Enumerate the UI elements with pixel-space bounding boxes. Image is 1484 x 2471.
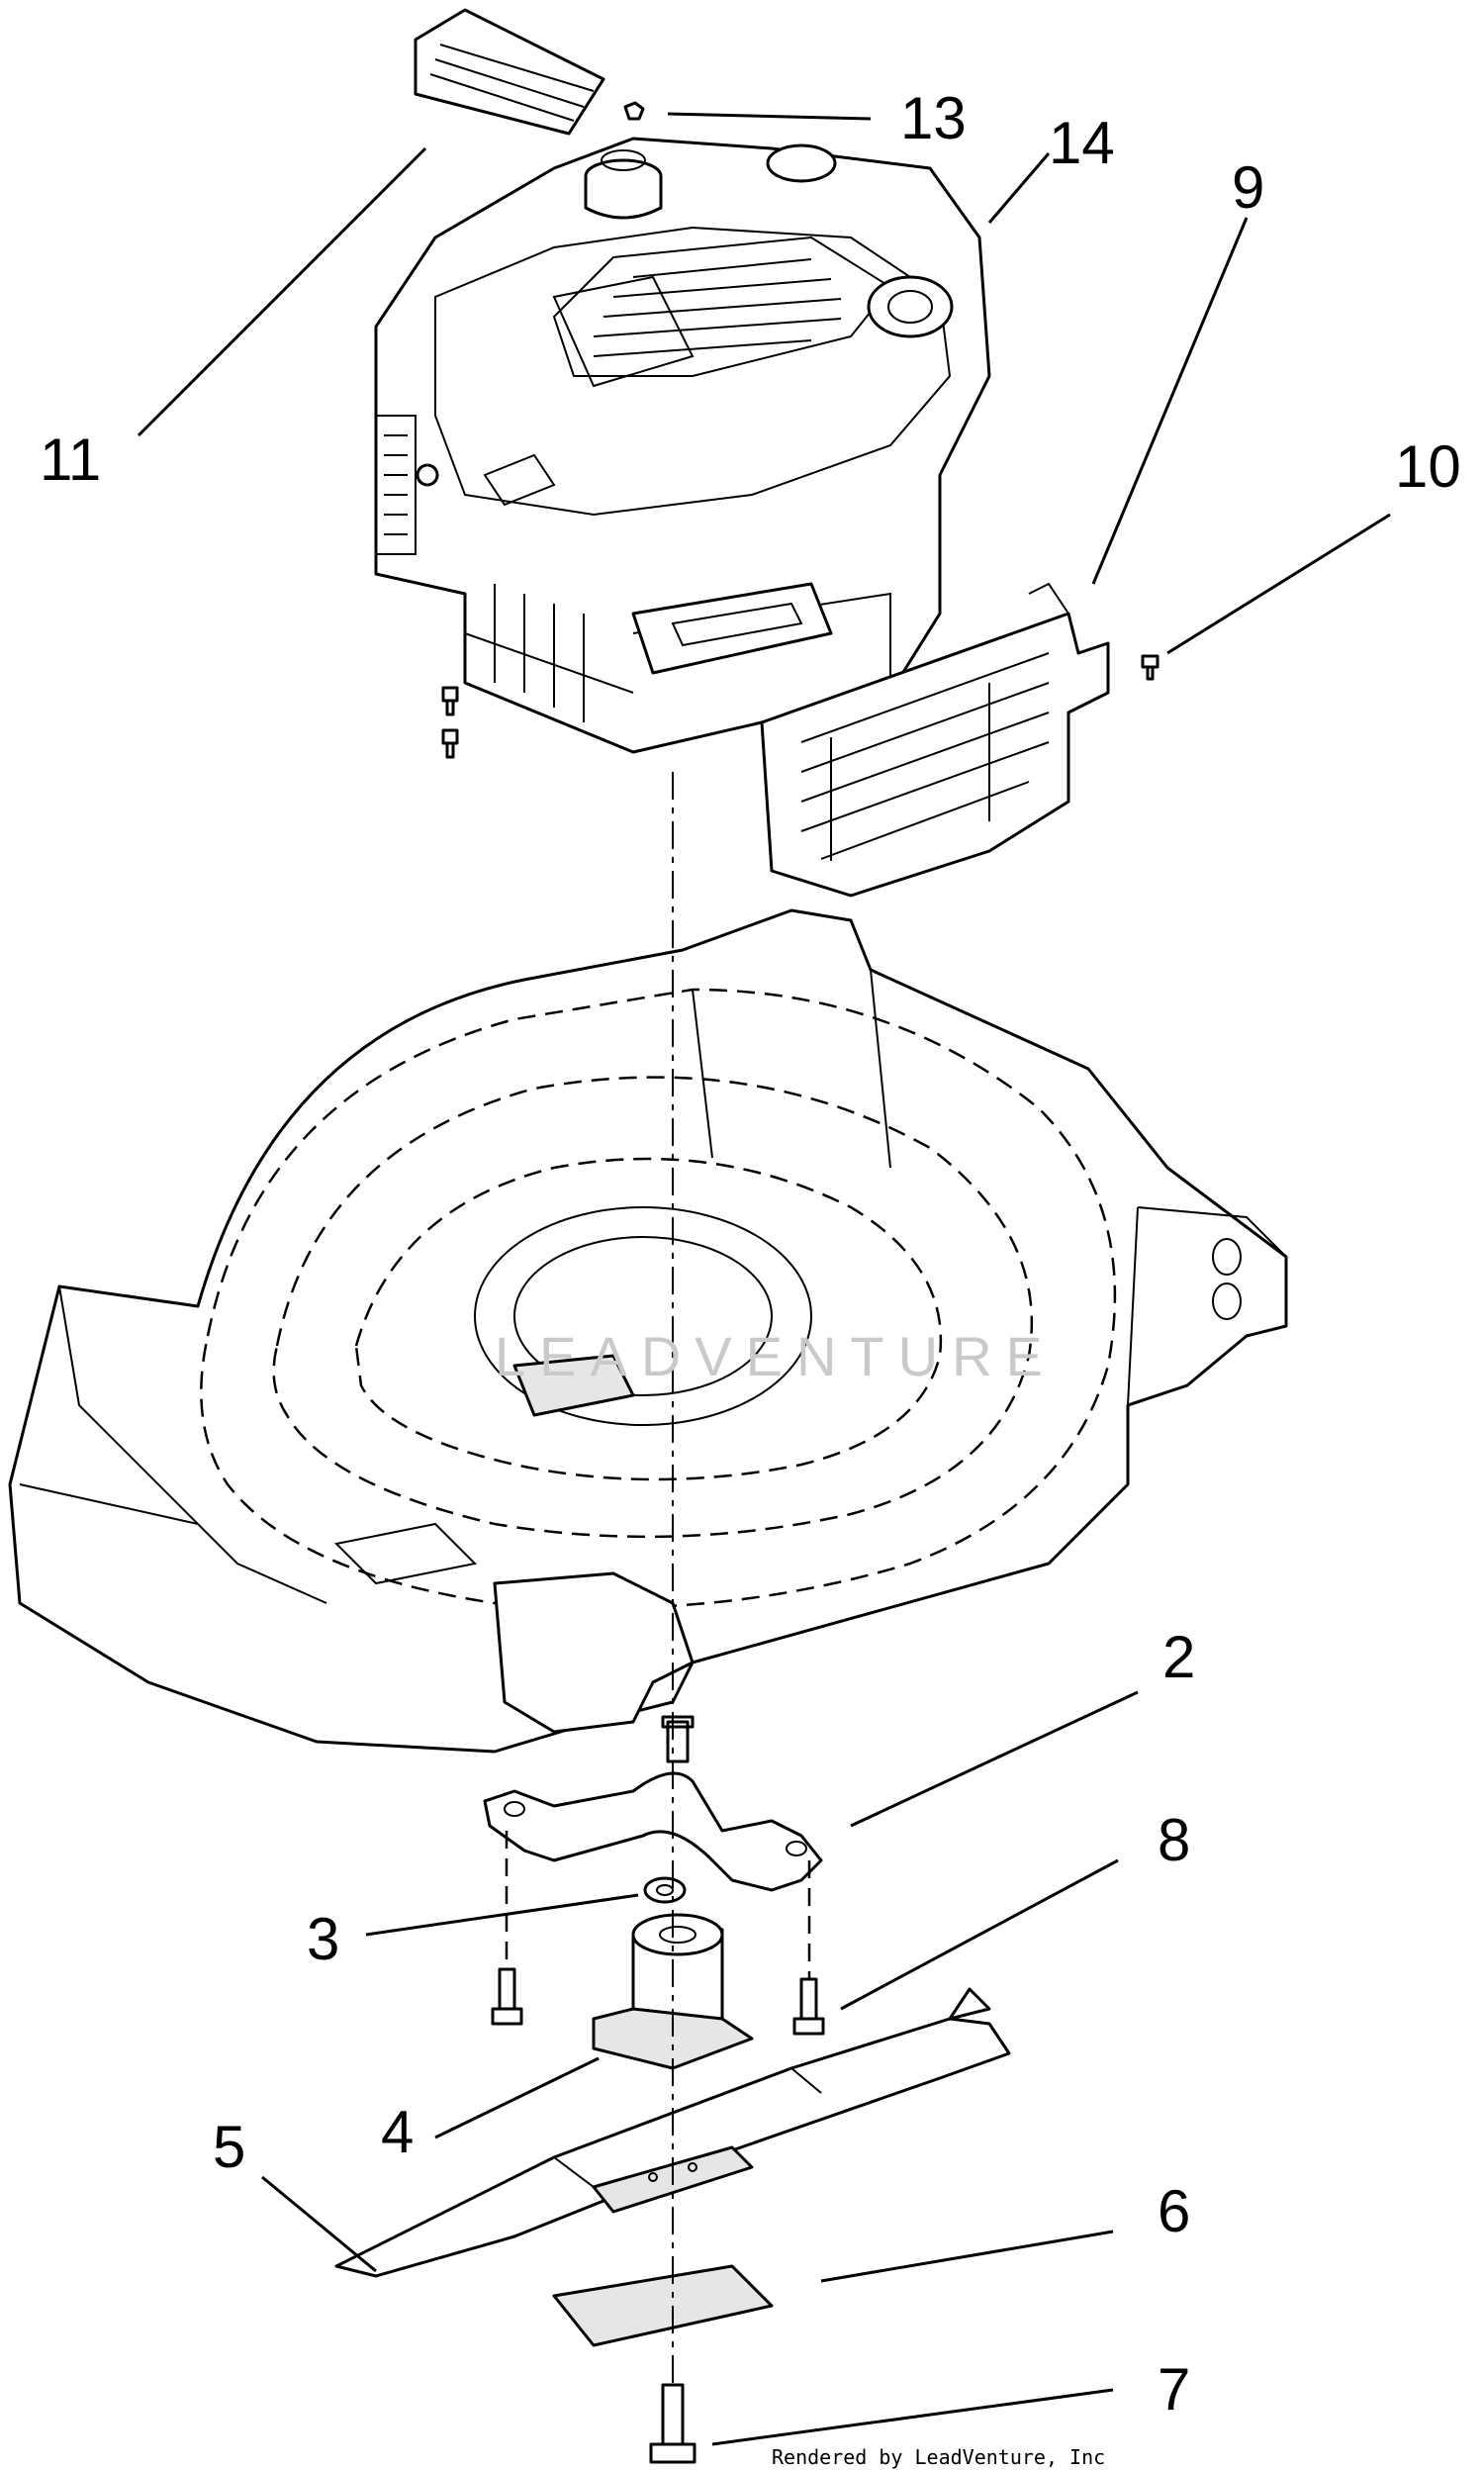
callout-labels: 13 14 9 10 11 2 3 8 4 5 6 7	[40, 85, 1461, 2423]
blade-adapter	[592, 1913, 754, 2070]
footer-credit: Rendered by LeadVenture, Inc	[772, 2445, 1105, 2469]
callout-7: 7	[1158, 2356, 1190, 2423]
blade-stiffener	[552, 2264, 774, 2347]
callout-13: 14	[1049, 110, 1115, 176]
watermark: LEADVENTURE	[495, 1325, 1057, 1387]
callout-5: 5	[213, 2114, 245, 2180]
callout-9: 9	[1232, 154, 1264, 221]
nut	[623, 101, 645, 121]
muffler-guard	[760, 582, 1110, 898]
blade-bolt	[649, 2383, 696, 2464]
callout-3: 3	[307, 1906, 339, 1972]
callout-8: 8	[1158, 1807, 1190, 1873]
mower-deck	[8, 908, 1288, 1754]
washer	[643, 1876, 687, 1904]
callout-14: 11	[40, 427, 101, 493]
leader-lines	[137, 112, 1391, 2446]
engine	[374, 137, 991, 759]
callout-11: 13	[900, 85, 967, 151]
blade-adapter-bracket	[483, 1771, 823, 1892]
guard-screw	[1141, 654, 1159, 681]
callout-10: 10	[1395, 433, 1461, 500]
callout-4: 4	[381, 2099, 414, 2165]
callout-6: 6	[1158, 2178, 1190, 2244]
decal	[414, 8, 605, 136]
callout-2: 2	[1162, 1624, 1195, 1690]
bolts	[491, 1715, 825, 2036]
